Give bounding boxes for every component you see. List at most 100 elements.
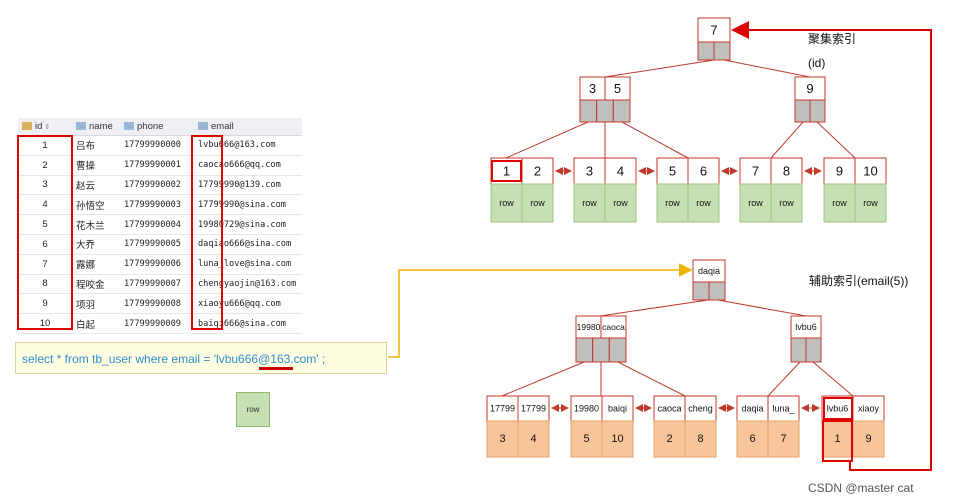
clustered-leaf-data-cell [573, 183, 606, 223]
clustered-leaf-data: row [665, 198, 680, 208]
secondary-edge [599, 299, 709, 317]
clustered-root-pointer [713, 41, 731, 61]
cell-id[interactable]: 4 [18, 194, 72, 216]
clustered-leaf-key-cell [573, 157, 606, 185]
clustered-leaf-key: 4 [617, 164, 624, 179]
cell-name[interactable]: 白起 [72, 313, 120, 334]
secondary-internal-a-pointer [575, 337, 594, 363]
cell-name[interactable]: 曹操 [72, 155, 120, 176]
column-header-phone[interactable]: phone [120, 118, 194, 136]
clustered-leaf-key: 3 [586, 164, 593, 179]
secondary-leaf-data-cell [852, 420, 885, 458]
secondary-leaf-data-cell [601, 420, 634, 458]
clustered-internal-b-pointer [794, 99, 811, 123]
cell-id[interactable]: 2 [18, 155, 72, 176]
clustered-internal-b-pointer [809, 99, 826, 123]
column-icon [198, 122, 208, 131]
column-header-email[interactable]: email [194, 118, 302, 136]
cell-name[interactable]: 吕布 [72, 135, 120, 156]
cell-name[interactable]: 赵云 [72, 175, 120, 196]
clustered-internal-b-key: 9 [806, 81, 813, 96]
clustered-leaf-data: row [499, 198, 514, 208]
secondary-leaf-key-cell [684, 395, 717, 422]
cell-phone[interactable]: 17799990002 [120, 175, 194, 196]
sql-value-underline [259, 367, 293, 370]
clustered-leaf-key: 1 [503, 164, 510, 179]
clustered-edge [604, 59, 715, 78]
cell-id[interactable]: 3 [18, 175, 72, 196]
secondary-internal-a-pointer [608, 337, 627, 363]
secondary-root-key: daqia [698, 266, 720, 276]
secondary-leaf-data: 6 [749, 433, 755, 445]
cell-id[interactable]: 1 [18, 135, 72, 156]
secondary-edge [812, 361, 854, 397]
clustered-edge [621, 121, 689, 159]
secondary-leaf-key: baiqi [608, 404, 627, 414]
cell-name[interactable]: 花木兰 [72, 214, 120, 235]
cell-phone[interactable]: 17799990001 [120, 155, 194, 176]
cell-phone[interactable]: 17799990006 [120, 254, 194, 275]
lookup-return-arrow [731, 21, 932, 471]
cell-name[interactable]: 露娜 [72, 254, 120, 275]
clustered-leaf-key-cell [823, 157, 856, 185]
cell-name[interactable]: 孙悟空 [72, 194, 120, 216]
clustered-leaf-data: row [582, 198, 597, 208]
key-column-icon [22, 122, 32, 131]
column-header-id[interactable]: id⇕ [18, 118, 72, 136]
secondary-leaf-data: 7 [780, 433, 786, 445]
clustered-leaf-data: row [530, 198, 545, 208]
clustered-leaf-data-cell [770, 183, 803, 223]
cell-name[interactable]: 程咬金 [72, 274, 120, 295]
cell-id[interactable]: 9 [18, 293, 72, 315]
cell-phone[interactable]: 17799990005 [120, 234, 194, 255]
clustered-internal-a-key: 3 [589, 81, 596, 96]
row-record-box: row [236, 392, 270, 427]
cell-phone[interactable]: 17799990007 [120, 274, 194, 295]
clustered-edge [723, 59, 811, 78]
clustered-edge [816, 121, 856, 159]
cell-name[interactable]: 项羽 [72, 293, 120, 315]
secondary-leaf-key-cell [736, 395, 769, 422]
table-email-prefix-highlight [191, 135, 223, 330]
secondary-internal-b-pointer [805, 337, 822, 363]
secondary-edge [501, 361, 585, 397]
cell-phone[interactable]: 17799990003 [120, 194, 194, 216]
clustered-leaf-data-cell [604, 183, 637, 223]
secondary-root-pointer [692, 281, 710, 301]
clustered-edge [770, 121, 804, 159]
cell-name[interactable]: 大乔 [72, 234, 120, 255]
sql-query-box: select * from tb_user where email = 'lvb… [15, 342, 387, 374]
secondary-leaf-key: cheng [688, 404, 713, 414]
cell-id[interactable]: 8 [18, 274, 72, 295]
clustered-leaf-key: 2 [534, 164, 541, 179]
secondary-edge [767, 361, 801, 397]
clustered-leaf-key: 5 [669, 164, 676, 179]
clustered-leaf-data-cell [687, 183, 720, 223]
clustered-root-keys [697, 17, 731, 43]
secondary-index-title: 辅助索引(email(5)) [809, 274, 909, 288]
cell-id[interactable]: 6 [18, 234, 72, 255]
column-header-name[interactable]: name [72, 118, 120, 136]
watermark: CSDN @master cat [808, 481, 914, 495]
cell-phone[interactable]: 17799990000 [120, 135, 194, 156]
cell-phone[interactable]: 17799990008 [120, 293, 194, 315]
cell-id[interactable]: 7 [18, 254, 72, 275]
secondary-leaf-key: caoca [657, 404, 681, 414]
cell-id[interactable]: 5 [18, 214, 72, 235]
clustered-internal-a-pointer [579, 99, 598, 123]
cell-phone[interactable]: 17799990009 [120, 313, 194, 334]
clustered-leaf-key-cell [770, 157, 803, 185]
secondary-leaf-data: 4 [530, 433, 536, 445]
secondary-leaf-data: 9 [865, 433, 871, 445]
secondary-leaf-key-cell [653, 395, 686, 422]
sort-icon[interactable]: ⇕ [44, 124, 51, 131]
clustered-leaf-key: 6 [700, 164, 707, 179]
clustered-internal-a-key: 5 [614, 81, 621, 96]
clustered-leaf-data-cell [823, 183, 856, 223]
secondary-leaf-key: luna_ [772, 404, 795, 414]
clustered-index-subtitle: (id) [808, 56, 826, 70]
secondary-leaf-data-cell [736, 420, 769, 458]
cell-phone[interactable]: 17799990004 [120, 214, 194, 235]
